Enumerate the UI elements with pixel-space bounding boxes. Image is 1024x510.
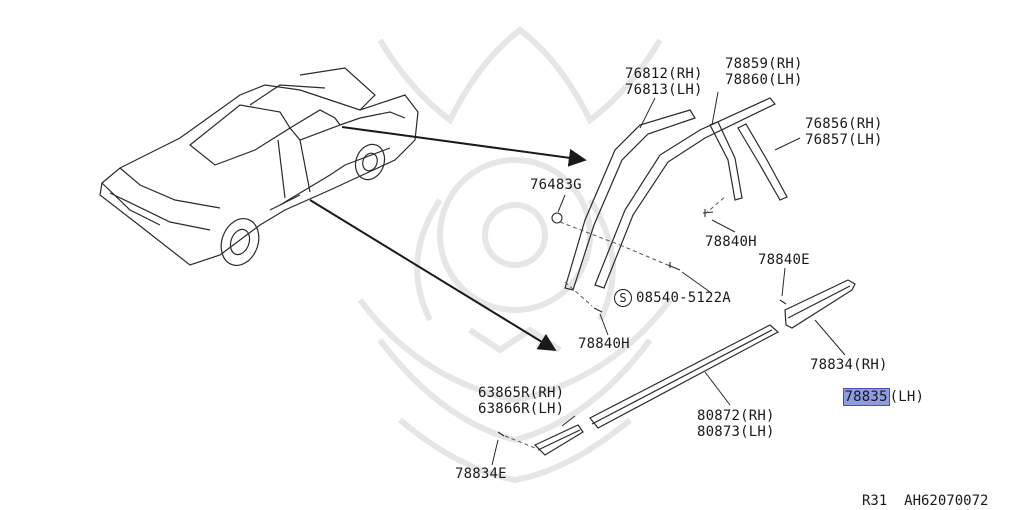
label-78834-rh: 78834(RH) [810, 357, 888, 373]
label-78835-lh[interactable]: 78835(LH) [810, 373, 924, 421]
s-mark-symbol: S [614, 289, 632, 307]
label-76483g: 76483G [530, 177, 582, 193]
dashed-leaders [504, 195, 727, 449]
car-illustration [99, 67, 419, 266]
label-80873: 80873(LH) [697, 424, 775, 440]
label-78859: 78859(RH) [725, 56, 803, 72]
label-63866r: 63866R(LH) [478, 401, 565, 417]
label-08540-5122a: 08540-5122A [636, 290, 731, 306]
label-76857: 76857(LH) [805, 132, 883, 148]
label-78860: 78860(LH) [725, 72, 803, 88]
s-mark-letter: S [619, 291, 627, 305]
window-moldings [564, 97, 788, 291]
label-76812: 76812(RH) [625, 66, 703, 82]
highlighted-part-78835[interactable]: 78835 [842, 388, 890, 406]
side-moldings [533, 279, 856, 456]
label-78834e: 78834E [455, 466, 507, 482]
label-78840h-top: 78840H [705, 234, 757, 250]
label-76813: 76813(LH) [625, 82, 703, 98]
label-78840h-bottom: 78840H [578, 336, 630, 352]
watermark-emblem [357, 26, 673, 484]
label-76856: 76856(RH) [805, 116, 883, 132]
label-63865r: 63865R(RH) [478, 385, 565, 401]
label-78840e: 78840E [758, 252, 810, 268]
fasteners [497, 209, 787, 437]
leader-lines [491, 91, 846, 466]
label-80872: 80872(RH) [697, 408, 775, 424]
reference-code: R31 AH62070072 [862, 493, 989, 509]
label-78835-side: (LH) [889, 389, 925, 405]
pointer-arrows [309, 126, 587, 351]
